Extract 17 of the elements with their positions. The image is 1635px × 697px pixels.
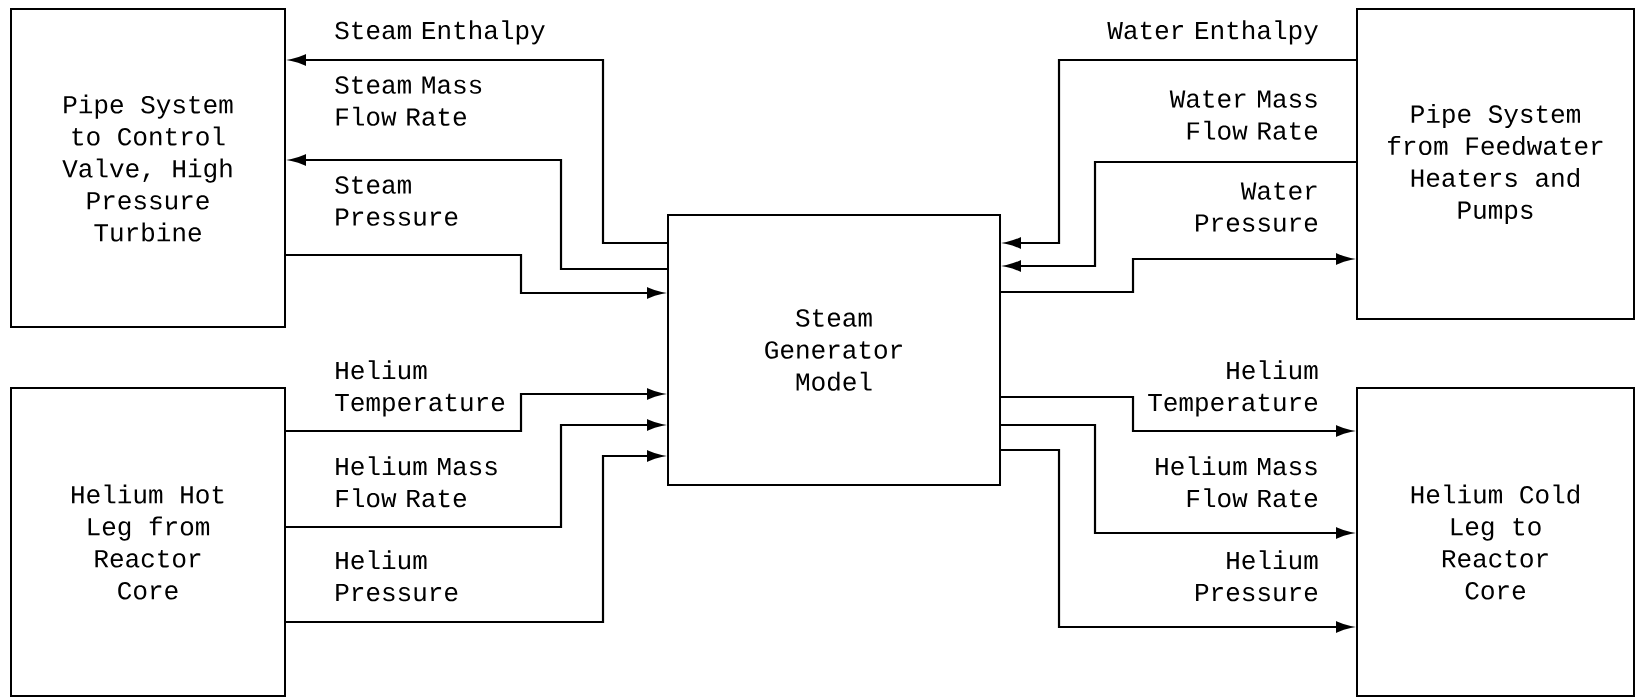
edge-label: Water Enthalpy [1107,20,1318,45]
edge-label: Steam Pressure [335,176,458,226]
edge-label: Water Mass Flow Rate [1169,90,1318,140]
block-box: Helium Hot Leg from Reactor Core [10,387,286,697]
block-box: Helium Cold Leg to Reactor Core [1356,387,1635,697]
edge-label: Helium Mass Flow Rate [1156,456,1318,508]
edge-label: Helium Temperature [1148,360,1318,417]
edge-label: Helium Pressure [1196,550,1318,602]
edge-label: Steam Enthalpy [335,20,545,45]
edge-label: Water Pressure [1196,182,1318,232]
block-box: Pipe System to Control Valve, High Pressure Turbine [10,8,286,328]
block-box: Steam Generator Model [667,214,1001,486]
edge-label: Steam Mass Flow Rate [335,76,482,126]
edge-label: Helium Temperature [335,360,505,417]
edge-label: Helium Pressure [336,550,458,602]
block-box: Pipe System from Feedwater Heaters and Pumps [1356,8,1635,320]
edge-label: Helium Mass Flow Rate [336,456,497,508]
